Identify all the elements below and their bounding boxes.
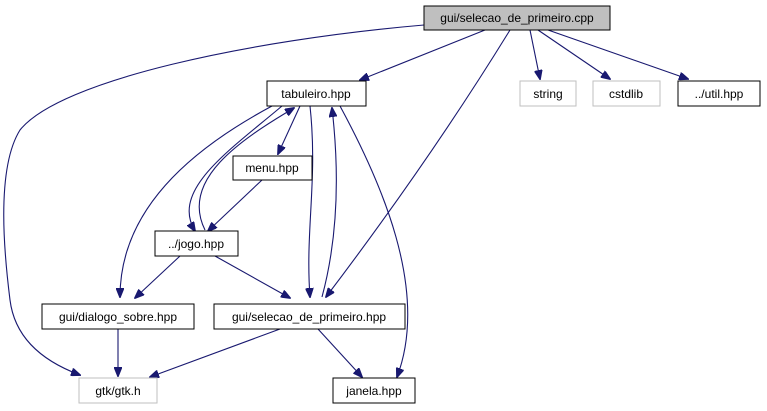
node-dialogo[interactable]: gui/dialogo_sobre.hpp — [41, 303, 195, 330]
node-gtk-label: gtk/gtk.h — [95, 384, 140, 398]
edge-root-to-util — [547, 29, 688, 79]
edge-root-to-cstdlib — [537, 29, 610, 79]
edge-root-to-selecao — [326, 29, 511, 297]
node-root-box — [423, 5, 611, 31]
node-root-label: gui/selecao_de_primeiro.cpp — [440, 11, 594, 25]
node-dialogo-box — [41, 303, 195, 330]
edge-jogo-to-tabuleiro — [198, 108, 294, 231]
edge-jogo-to-selecao — [214, 255, 290, 298]
node-janela-box — [332, 377, 416, 404]
edge-selecao-to-gtk — [150, 328, 281, 377]
node-tabuleiro[interactable]: tabuleiro.hpp — [266, 80, 367, 107]
node-menu-label: menu.hpp — [245, 161, 299, 175]
edge-root-to-gtk — [3, 24, 425, 375]
edge-tabuleiro-to-janela — [339, 105, 409, 377]
node-tabuleiro-box — [266, 80, 367, 107]
node-janela-label: janela.hpp — [345, 384, 402, 398]
edge-tabuleiro-to-dialogo — [120, 105, 273, 297]
node-cstdlib[interactable]: cstdlib — [592, 80, 661, 107]
edge-jogo-to-dialogo — [135, 255, 181, 298]
edge-menu-to-jogo — [208, 179, 263, 231]
node-root[interactable]: gui/selecao_de_primeiro.cpp — [423, 5, 611, 31]
node-string[interactable]: string — [519, 80, 577, 107]
node-selecao-label: gui/selecao_de_primeiro.hpp — [232, 310, 386, 324]
node-menu[interactable]: menu.hpp — [232, 155, 313, 181]
edge-root-to-tabuleiro — [360, 29, 486, 80]
node-selecao[interactable]: gui/selecao_de_primeiro.hpp — [213, 303, 406, 330]
edge-selecao-to-janela — [317, 328, 362, 377]
node-cstdlib-label: cstdlib — [609, 87, 643, 101]
node-selecao-box — [213, 303, 406, 330]
edge-tabuleiro-to-menu — [278, 105, 301, 154]
edge-selecao-to-tabuleiro — [321, 108, 336, 298]
node-util-box — [677, 80, 761, 107]
edge-root-to-string — [529, 29, 540, 79]
node-jogo-box — [154, 230, 239, 257]
node-dialogo-label: gui/dialogo_sobre.hpp — [59, 310, 177, 324]
node-cstdlib-box — [592, 80, 661, 107]
nodes-group: gui/selecao_de_primeiro.cpp tabuleiro.hp… — [41, 5, 761, 404]
edge-tabuleiro-to-selecao — [309, 105, 313, 297]
node-jogo[interactable]: ../jogo.hpp — [154, 230, 239, 257]
edges-group — [3, 24, 688, 377]
node-tabuleiro-label: tabuleiro.hpp — [281, 87, 351, 101]
edge-tabuleiro-to-jogo — [189, 105, 283, 231]
node-jogo-label: ../jogo.hpp — [168, 237, 224, 251]
node-janela[interactable]: janela.hpp — [332, 377, 416, 404]
node-string-label: string — [533, 87, 562, 101]
node-menu-box — [232, 155, 313, 181]
node-gtk-box — [78, 377, 158, 404]
node-gtk[interactable]: gtk/gtk.h — [78, 377, 158, 404]
node-string-box — [519, 80, 577, 107]
node-util-label: ../util.hpp — [695, 87, 744, 101]
node-util[interactable]: ../util.hpp — [677, 80, 761, 107]
